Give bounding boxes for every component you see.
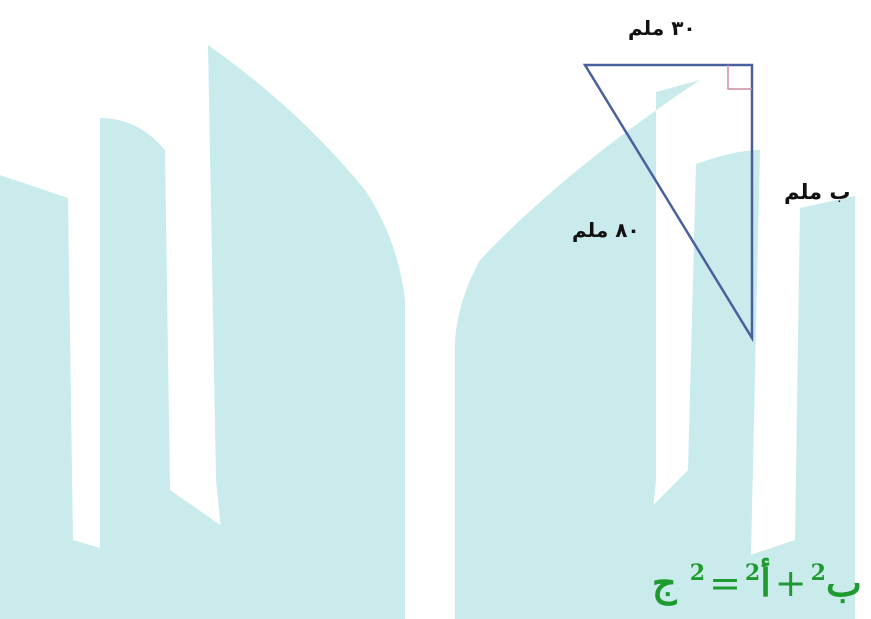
watermark-outer-right-leaf: [560, 196, 855, 619]
formula-exponent-b: 2: [810, 560, 826, 586]
side-label-right: ب ملم: [784, 180, 851, 204]
watermark-mid-left-leaf: [100, 118, 355, 619]
formula-equals-sign: =: [709, 561, 741, 605]
right-angle-marker: [727, 65, 752, 90]
side-label-top: ٣٠ ملم: [628, 16, 696, 40]
book-watermark-logo: [0, 45, 855, 619]
triangle-outline: [582, 63, 754, 343]
watermark-outer-left-leaf: [0, 175, 340, 619]
pythagorean-formula: ب2+أ2=2 ج: [652, 561, 862, 605]
formula-term-a: أ: [760, 560, 771, 605]
right-triangle: [582, 63, 754, 343]
side-label-hypotenuse: ٨٠ ملم: [572, 218, 640, 242]
watermark-mid-right-leaf: [540, 150, 760, 619]
watermark-inner-right-leaf: [455, 80, 700, 619]
formula-exponent-c: 2: [689, 560, 706, 586]
watermark-inner-left-leaf: [208, 45, 405, 619]
formula-exponent-a: 2: [744, 560, 761, 586]
formula-term-b: ب: [825, 560, 862, 605]
formula-term-c: ج: [652, 560, 677, 605]
formula-plus-sign: +: [774, 561, 807, 605]
